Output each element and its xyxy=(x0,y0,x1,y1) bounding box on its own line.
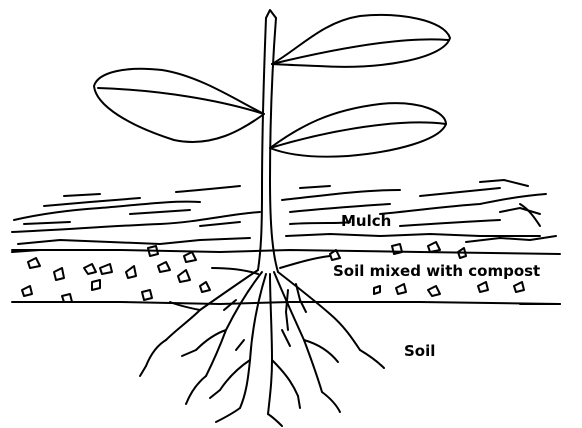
mulch-layer xyxy=(12,180,556,244)
plant-roots xyxy=(140,256,384,426)
plant-stem xyxy=(258,10,278,272)
label-soil: Soil xyxy=(404,344,435,359)
label-mulch: Mulch xyxy=(341,214,391,229)
leaf-bottom-right xyxy=(270,103,446,157)
label-soil-mixed-with-compost: Soil mixed with compost xyxy=(333,264,540,279)
leaf-left xyxy=(94,69,264,142)
leaf-top-right xyxy=(272,15,450,67)
